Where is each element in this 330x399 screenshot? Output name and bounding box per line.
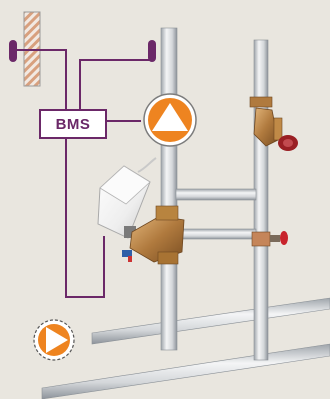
sensor-cap-right <box>148 40 156 62</box>
sensor-end-caps <box>9 40 156 62</box>
motorized-valve-icon <box>97 157 185 265</box>
cross-pipes <box>175 188 257 240</box>
bms-controller: BMS <box>39 109 107 139</box>
standby-pump-icon <box>33 319 75 361</box>
sensor-cap-left <box>9 40 17 62</box>
lower-horizontal-pipes <box>41 297 330 399</box>
bms-label: BMS <box>55 115 91 133</box>
isolation-valve-icon <box>251 231 288 247</box>
circulation-pump-icon <box>143 93 197 147</box>
balancing-valve-icon <box>249 96 298 151</box>
bms-wiring <box>14 49 152 298</box>
